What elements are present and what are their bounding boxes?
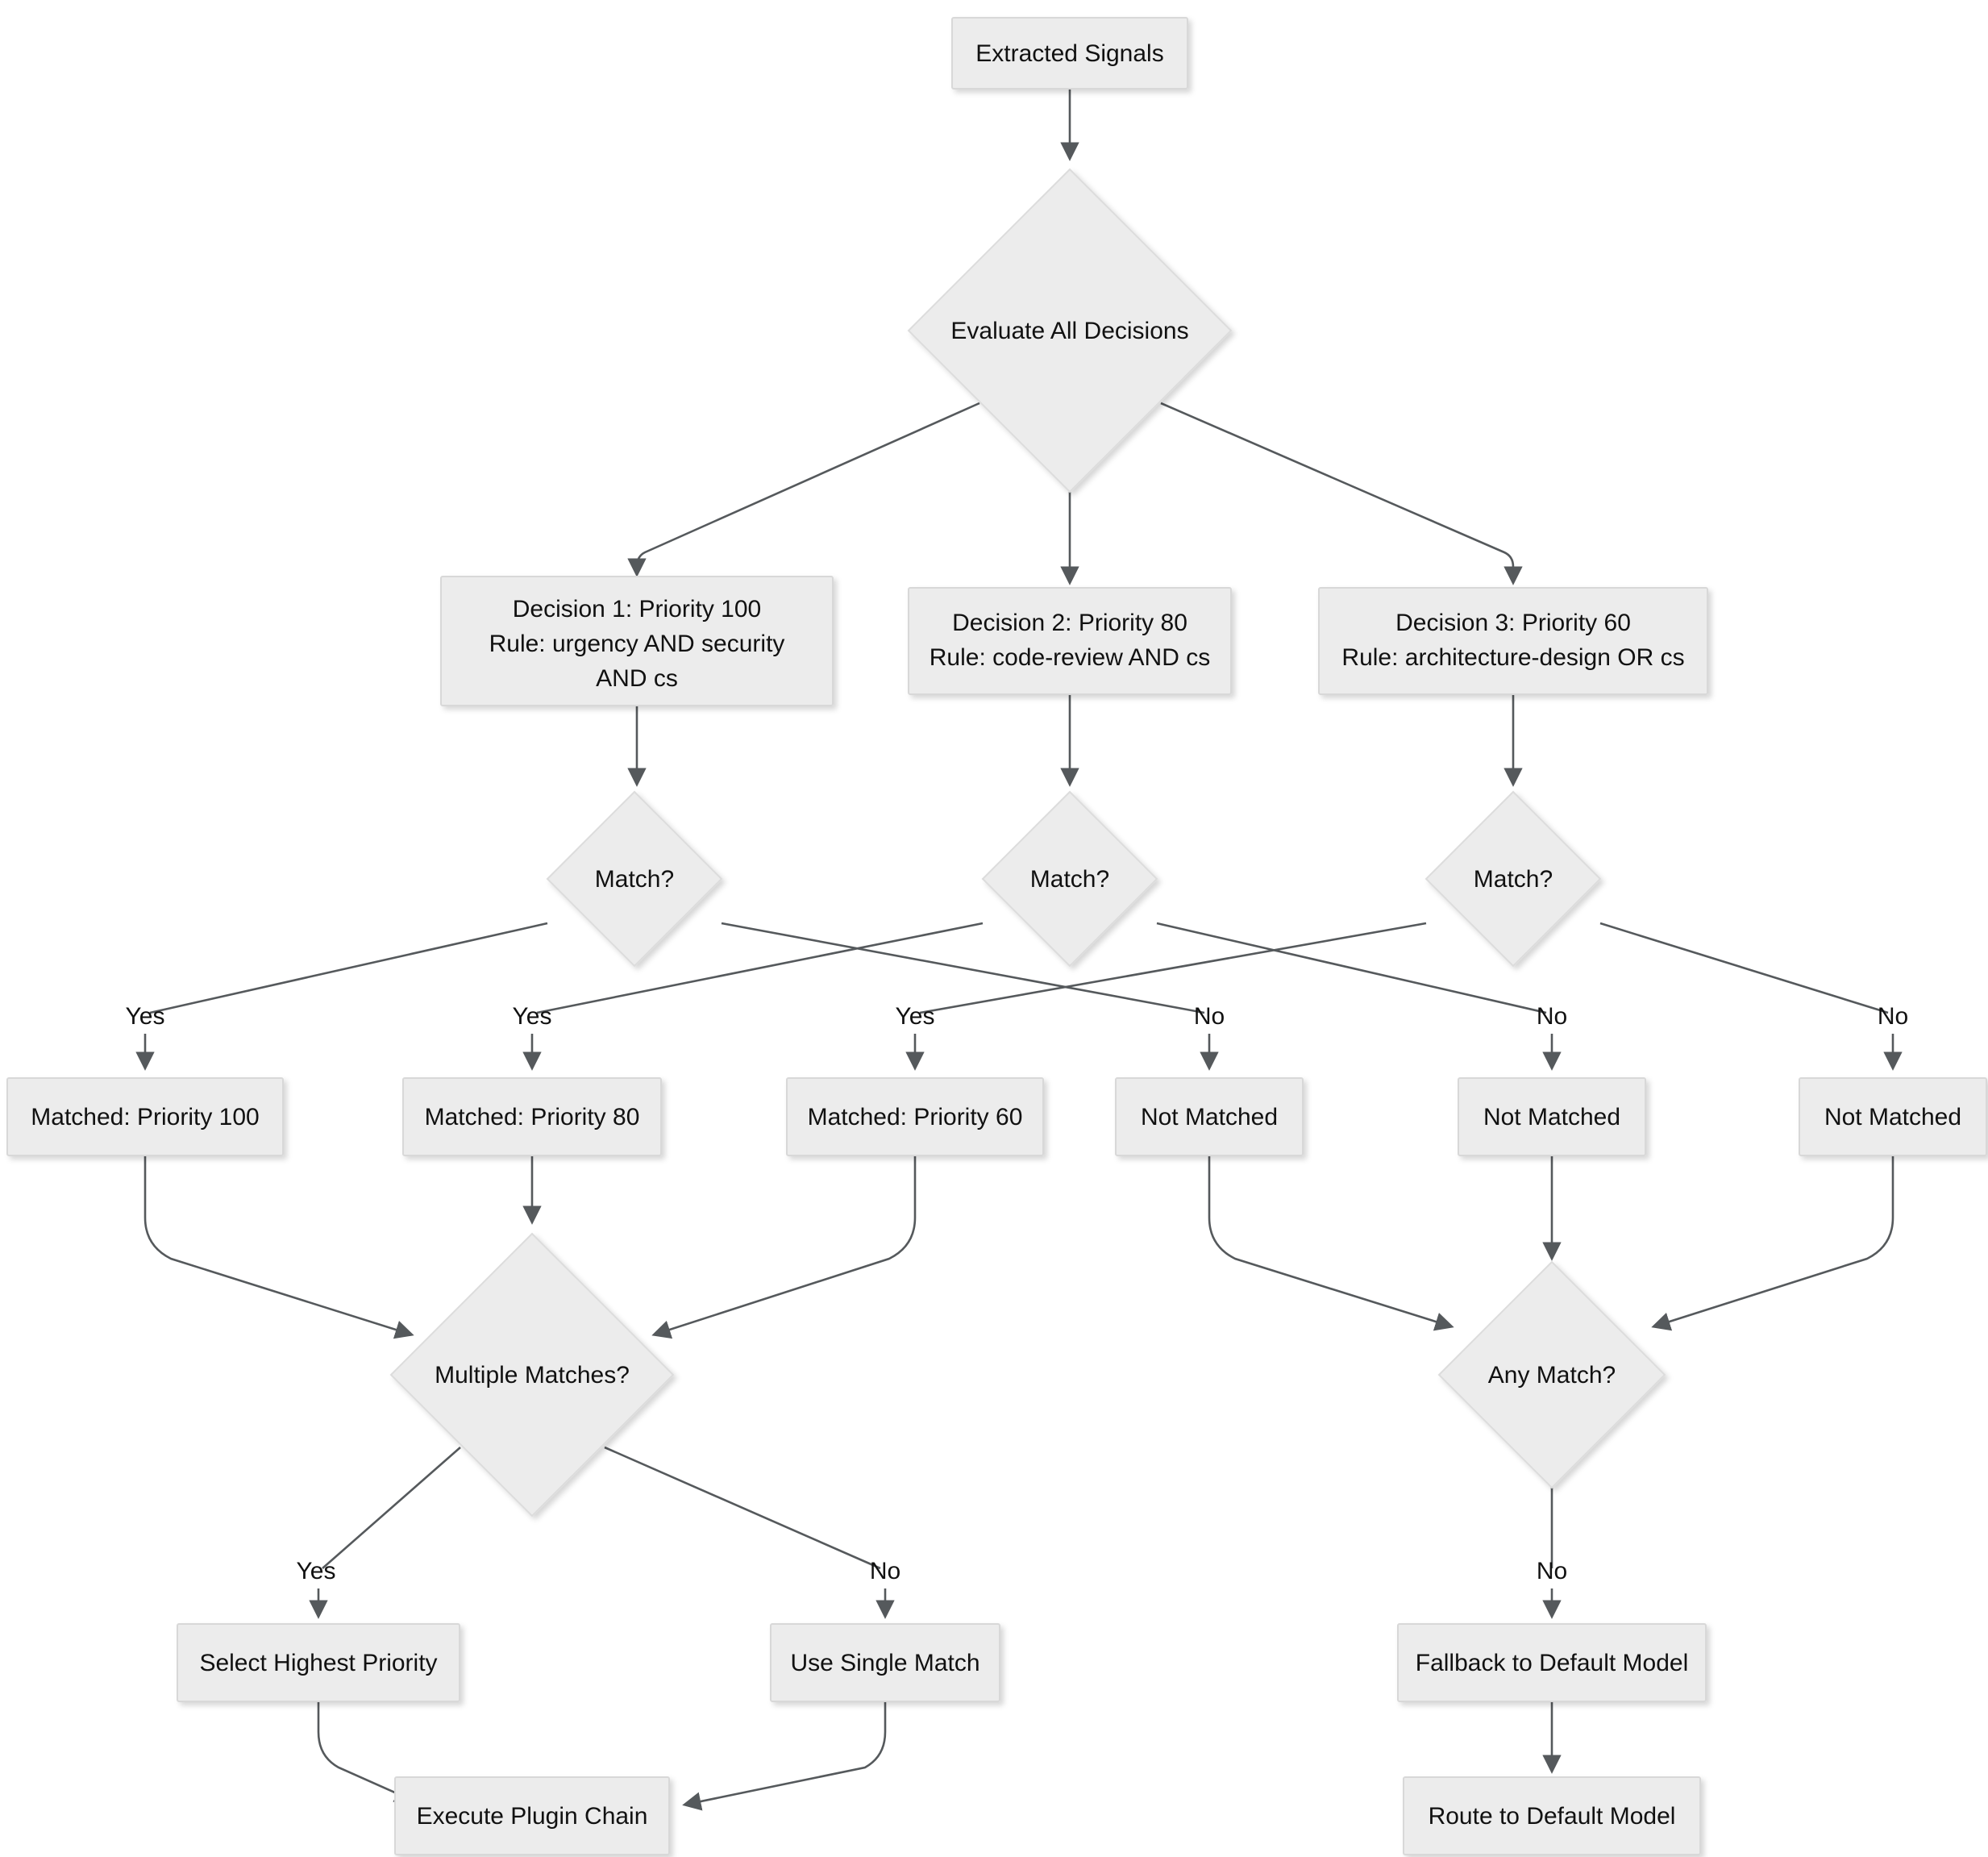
node-label-not-matched-2: Not Matched (1483, 1104, 1620, 1130)
node-label-match-1: Match? (595, 866, 674, 893)
edge-evaluate-to-decision1 (627, 402, 980, 577)
node-label-match-3: Match? (1474, 866, 1553, 893)
node-label-multiple-matches: Multiple Matches? (435, 1362, 630, 1389)
edge-match3-no (1599, 922, 1889, 1014)
node-label-extracted-signals: Extracted Signals (975, 40, 1163, 67)
node-label-matched-60: Matched: Priority 60 (808, 1104, 1023, 1130)
node-decision-2[interactable]: Decision 2: Priority 80 Rule: code-revie… (908, 587, 1232, 695)
edge-label-multiple-no: No (870, 1558, 900, 1584)
node-label-decision2-line2: Rule: code-review AND cs (930, 644, 1210, 671)
edge-matched100-to-multiple (143, 1155, 414, 1339)
node-matched-priority-100[interactable]: Matched: Priority 100 (6, 1077, 284, 1156)
edge-label-any-no: No (1537, 1558, 1567, 1584)
node-label-not-matched-3: Not Matched (1824, 1104, 1961, 1130)
edge-match1-no (721, 922, 1205, 1014)
edge-matched60-to-multiple (651, 1155, 917, 1339)
node-label-select-highest-priority: Select Highest Priority (199, 1650, 437, 1676)
edge-evaluate-to-decision3 (1160, 402, 1523, 585)
node-label-decision2-line1: Decision 2: Priority 80 (952, 610, 1187, 636)
node-matched-priority-80[interactable]: Matched: Priority 80 (402, 1077, 662, 1156)
node-route-default-model[interactable]: Route to Default Model (1403, 1776, 1701, 1855)
node-label-decision3-line2: Rule: architecture-design OR cs (1341, 644, 1684, 671)
edge-notmatched3-to-any (1651, 1155, 1894, 1331)
node-select-highest-priority[interactable]: Select Highest Priority (177, 1623, 460, 1702)
node-label-decision1-line2: Rule: urgency AND security (489, 631, 785, 657)
edge-highest-to-execute (317, 1701, 414, 1802)
node-label-execute-plugin-chain: Execute Plugin Chain (417, 1803, 648, 1830)
node-label-fallback-default-model: Fallback to Default Model (1416, 1650, 1689, 1676)
node-extracted-signals[interactable]: Extracted Signals (951, 17, 1188, 90)
node-evaluate-all-decisions[interactable]: Evaluate All Decisions (907, 168, 1233, 493)
edge-match2-no (1156, 922, 1547, 1014)
node-label-evaluate-all-decisions: Evaluate All Decisions (950, 318, 1188, 344)
node-label-matched-80: Matched: Priority 80 (425, 1104, 640, 1130)
edge-multiple-yes (322, 1447, 461, 1569)
node-label-any-match: Any Match? (1488, 1362, 1616, 1389)
edge-match3-yes (919, 922, 1427, 1014)
node-not-matched-2[interactable]: Not Matched (1458, 1077, 1646, 1156)
node-execute-plugin-chain[interactable]: Execute Plugin Chain (394, 1776, 670, 1855)
edge-match1-yes (149, 922, 548, 1014)
edge-label-no-1: No (1194, 1003, 1225, 1030)
node-label-use-single-match: Use Single Match (790, 1650, 979, 1676)
node-label-not-matched-1: Not Matched (1141, 1104, 1278, 1130)
edge-layer (135, 89, 1903, 1811)
edge-notmatched1-to-any (1208, 1155, 1454, 1331)
node-label-decision3-line1: Decision 3: Priority 60 (1395, 610, 1631, 636)
node-not-matched-1[interactable]: Not Matched (1115, 1077, 1304, 1156)
node-label-matched-100: Matched: Priority 100 (31, 1104, 259, 1130)
edge-label-multiple-yes: Yes (297, 1558, 336, 1584)
node-not-matched-3[interactable]: Not Matched (1799, 1077, 1987, 1156)
node-decision-3[interactable]: Decision 3: Priority 60 Rule: architectu… (1318, 587, 1708, 695)
edge-label-yes-1: Yes (126, 1003, 165, 1030)
node-match-3[interactable]: Match? (1424, 790, 1602, 968)
node-label-decision1-line1: Decision 1: Priority 100 (513, 596, 761, 622)
node-use-single-match[interactable]: Use Single Match (770, 1623, 1000, 1702)
node-decision-1[interactable]: Decision 1: Priority 100 Rule: urgency A… (440, 576, 834, 706)
edge-label-yes-3: Yes (896, 1003, 935, 1030)
edge-match2-yes (536, 922, 984, 1014)
node-fallback-default-model[interactable]: Fallback to Default Model (1397, 1623, 1707, 1702)
node-match-1[interactable]: Match? (546, 790, 723, 968)
edge-label-no-2: No (1537, 1003, 1567, 1030)
node-layer: Extracted Signals Evaluate All Decisions… (6, 17, 1987, 1855)
node-label-match-2: Match? (1030, 866, 1109, 893)
node-label-route-default-model: Route to Default Model (1429, 1803, 1676, 1830)
node-any-match[interactable]: Any Match? (1437, 1260, 1666, 1489)
node-multiple-matches[interactable]: Multiple Matches? (389, 1232, 675, 1518)
edge-label-yes-2: Yes (513, 1003, 552, 1030)
node-match-2[interactable]: Match? (981, 790, 1158, 968)
edge-single-to-execute (682, 1701, 887, 1811)
edge-label-no-3: No (1878, 1003, 1908, 1030)
node-matched-priority-60[interactable]: Matched: Priority 60 (786, 1077, 1044, 1156)
edge-multiple-no (604, 1446, 881, 1570)
node-label-decision1-line3: AND cs (596, 665, 678, 692)
